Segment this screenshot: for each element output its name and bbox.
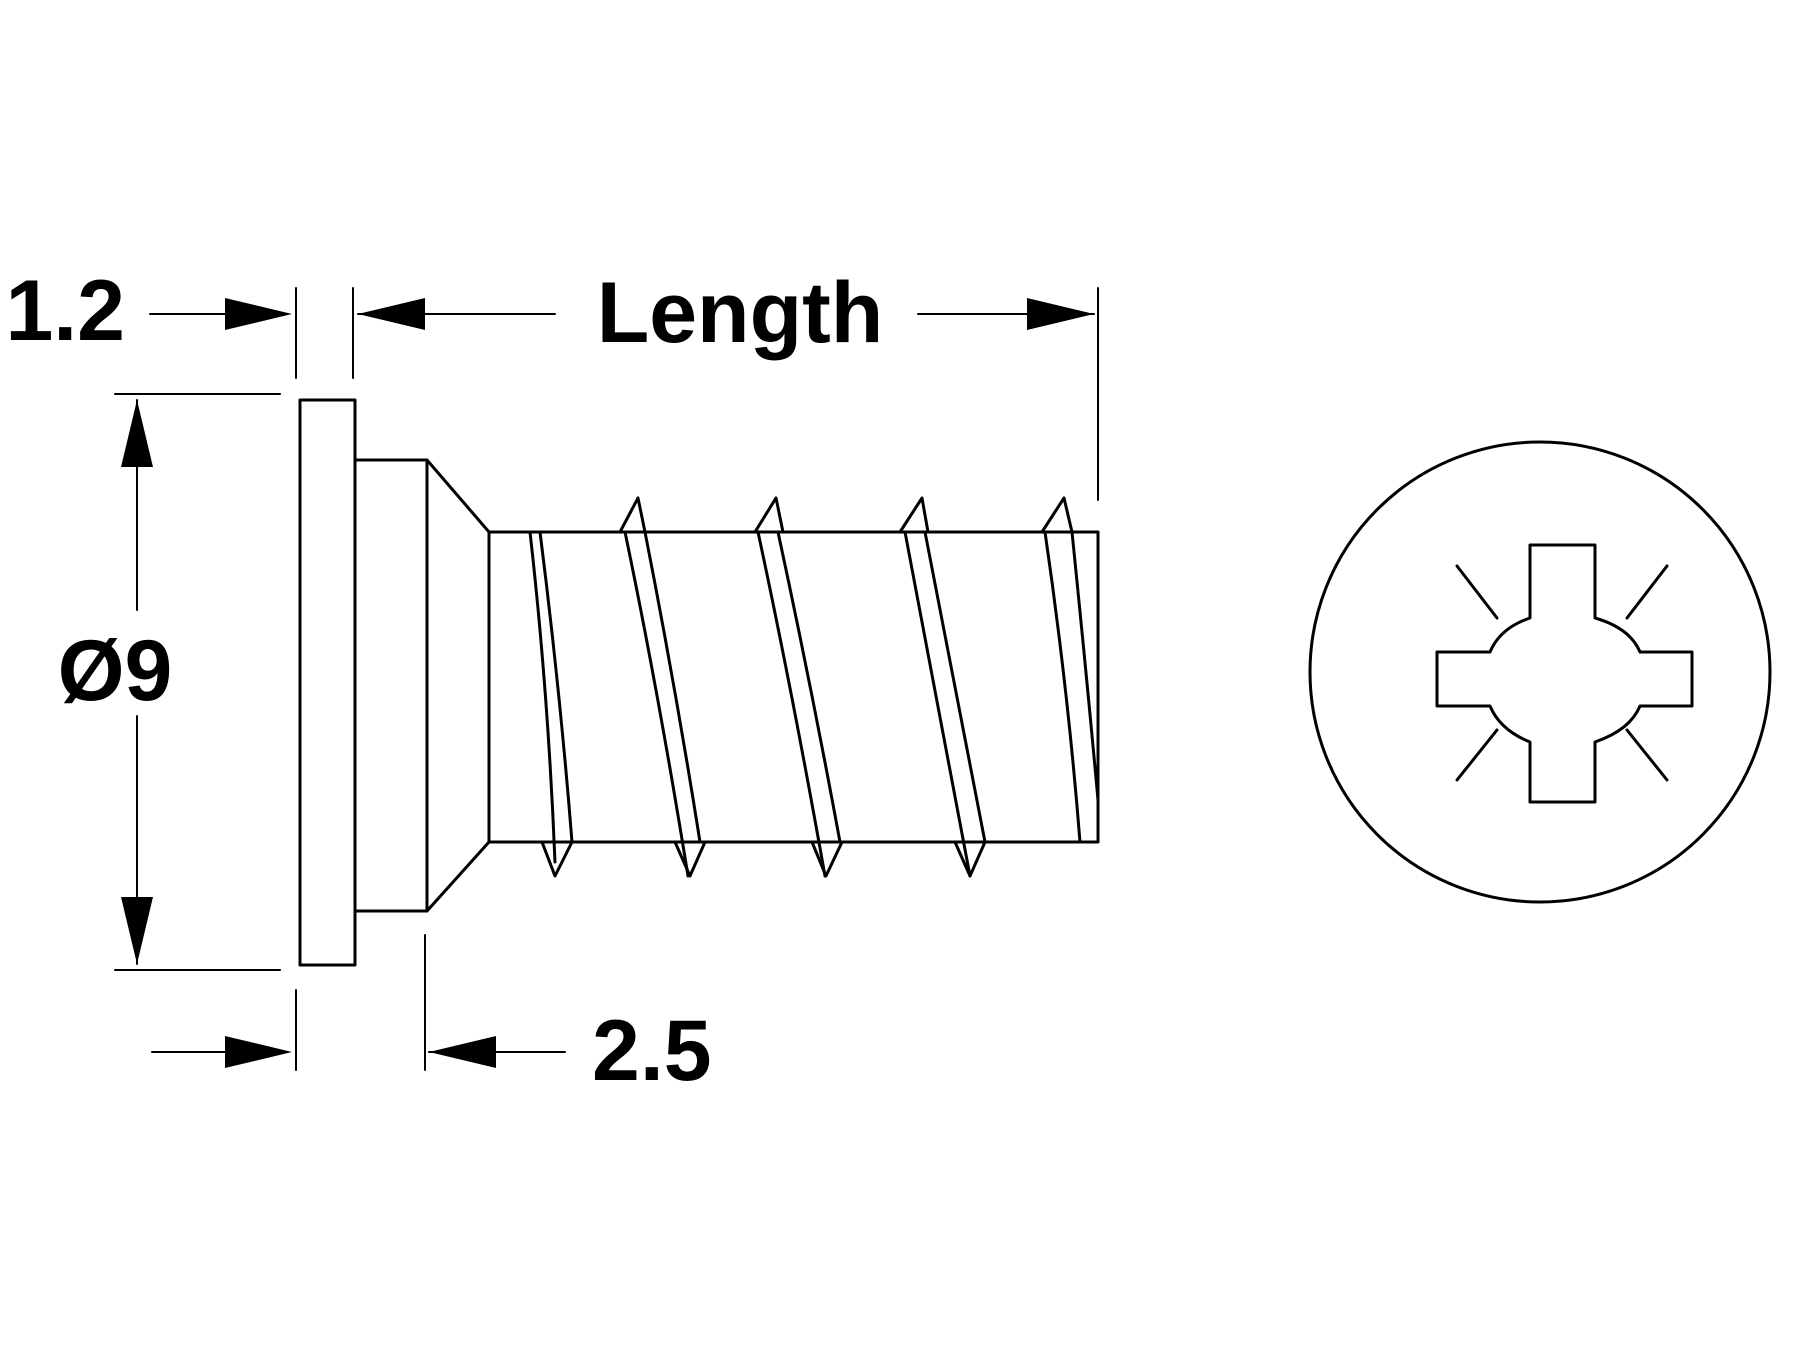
- dimension-flange-thickness: 1.2: [5, 263, 292, 359]
- pozidriv-head-end-view: [1308, 440, 1772, 904]
- screw-flange: [298, 398, 357, 967]
- dimension-length: Length: [357, 265, 1095, 361]
- head-circle: [1308, 440, 1772, 904]
- dimension-length-label: Length: [597, 265, 884, 361]
- dimension-countersink-label: 2.5: [592, 1003, 712, 1099]
- pozidriv-marks: [1455, 564, 1669, 782]
- screw-side-view: [298, 398, 1100, 967]
- screw-shank: [487, 530, 1100, 844]
- dimension-head-diameter: Ø9: [58, 399, 173, 965]
- thread-crests-top: [618, 496, 1074, 534]
- thread-crests-bottom: [540, 840, 987, 878]
- dimension-head-diameter-label: Ø9: [58, 623, 173, 719]
- cross-recess: [1435, 543, 1694, 804]
- screw-shoulder: [353, 458, 491, 913]
- dimension-countersink: 2.5: [151, 1003, 712, 1099]
- screw-threads: [528, 530, 1100, 878]
- extension-lines: [114, 287, 1099, 1071]
- dimension-flange-thickness-label: 1.2: [5, 263, 125, 359]
